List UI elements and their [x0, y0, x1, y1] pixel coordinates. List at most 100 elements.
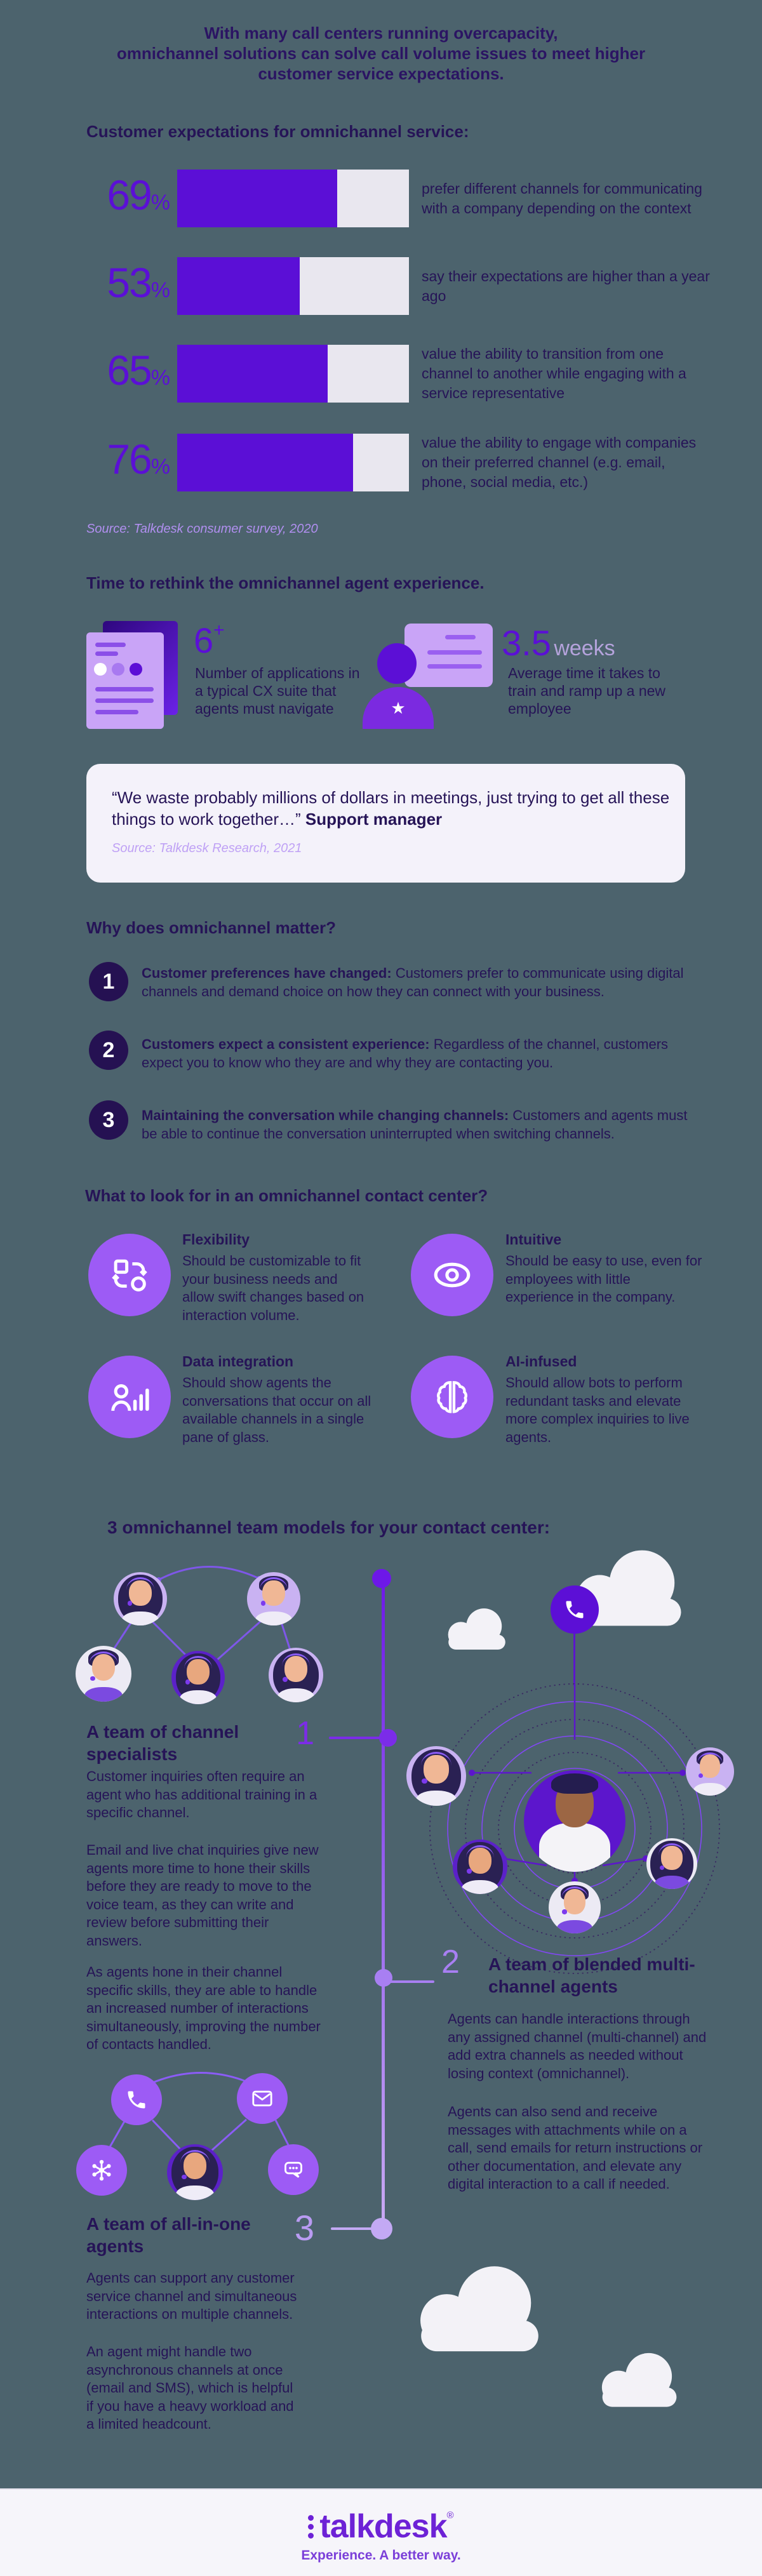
- agent-avatar: [453, 1839, 507, 1894]
- feature-description: Should allow bots to perform redundant t…: [505, 1375, 690, 1445]
- cloud: [420, 2266, 538, 2352]
- bar-fill: [177, 345, 328, 403]
- bar-track: [177, 345, 409, 403]
- model-1-paragraph: Customer inquiries often require an agen…: [86, 1768, 318, 1820]
- point-text-3: Maintaining the conversation while chang…: [142, 1106, 688, 1143]
- chat-channel-node: [268, 2144, 319, 2195]
- all-in-one-agent-avatar: [167, 2144, 223, 2200]
- timeline-dot-top: [372, 1569, 391, 1588]
- employee-badge-icon: ★: [363, 621, 496, 730]
- feature-circle-ai-infused: [411, 1356, 493, 1438]
- document-front-page: [86, 632, 164, 729]
- percent-value: 76: [107, 436, 152, 483]
- percent-unit: %: [150, 190, 170, 215]
- apps-count-plus: +: [213, 620, 225, 641]
- bar-track: [177, 170, 409, 227]
- agent-avatar: [646, 1838, 697, 1889]
- quote-attribution: Support manager: [305, 810, 443, 829]
- quote-body: “We waste probably millions of dollars i…: [112, 788, 670, 829]
- ramp-time-value: 3.5: [502, 623, 551, 663]
- percent-label: 65%: [25, 346, 170, 394]
- point-body: Customers prefer to communicate using di…: [142, 965, 684, 999]
- timeline-connector-2: [387, 1980, 434, 1983]
- percent-value: 53: [107, 259, 152, 306]
- point-body: Customers and agents must be able to con…: [142, 1107, 688, 1142]
- email-channel-node: [237, 2073, 288, 2124]
- stat-bar-row: 76% value the ability to engage with com…: [0, 434, 762, 491]
- timeline-dot-2: [375, 1969, 392, 1987]
- timeline-dot-1: [379, 1729, 397, 1747]
- apps-count-value: 6: [194, 620, 214, 660]
- percent-value: 69: [107, 171, 152, 218]
- badge-card: [404, 624, 493, 687]
- point-lead: Maintaining the conversation while chang…: [142, 1107, 509, 1123]
- feature-description: Should be customizable to fit your busin…: [182, 1253, 364, 1323]
- why-heading: Why does omnichannel matter?: [86, 918, 336, 937]
- bar-description: value the ability to engage with compani…: [422, 434, 697, 490]
- feature-title: Intuitive: [505, 1231, 562, 1248]
- point-number-1: 1: [89, 962, 128, 1001]
- feature-description: Should show agents the conversations tha…: [182, 1375, 371, 1445]
- timeline-connector-1: [329, 1737, 382, 1739]
- phone-icon: [566, 1601, 584, 1618]
- stat-bar-row: 53% say their expectations are higher th…: [0, 257, 762, 315]
- quote-text: “We waste probably millions of dollars i…: [112, 787, 671, 830]
- point-number-3: 3: [89, 1100, 128, 1140]
- agent-avatar: [76, 1646, 131, 1702]
- feature-circle-data-integration: [88, 1356, 171, 1438]
- star-icon: ★: [391, 698, 406, 717]
- agent-avatar: [406, 1746, 466, 1806]
- dot-purple: [130, 663, 142, 676]
- model-1-title: A team of channel specialists: [86, 1722, 239, 1764]
- agent-avatar: [686, 1747, 734, 1796]
- feature-circle-intuitive: [411, 1234, 493, 1316]
- timeline: [382, 1578, 385, 2230]
- agent-hair: [551, 1773, 598, 1794]
- model-3-paragraph: An agent might handle two asynchronous c…: [86, 2344, 294, 2432]
- person-bar-chart-icon: [111, 1384, 149, 1411]
- dot-lavender: [112, 663, 124, 676]
- ramp-time-unit: weeks: [554, 636, 615, 660]
- agent-avatar: [549, 1881, 601, 1933]
- feature-title: AI-infused: [505, 1353, 577, 1370]
- agent-avatar: [247, 1572, 300, 1625]
- ramp-time: 3.5 weeks: [502, 622, 615, 664]
- hub-icon: [92, 2159, 111, 2181]
- features-heading: What to look for in an omnichannel conta…: [85, 1186, 488, 1205]
- cloud: [601, 2352, 677, 2407]
- feature-title: Data integration: [182, 1353, 294, 1370]
- feature-description: Should be easy to use, even for employee…: [505, 1253, 702, 1305]
- model-number-2: 2: [441, 1944, 460, 1980]
- percent-unit: %: [150, 455, 170, 479]
- bar-description: say their expectations are higher than a…: [422, 267, 710, 304]
- survey-source: Source: Talkdesk consumer survey, 2020: [86, 522, 318, 536]
- point-body: Regardless of the channel, customers exp…: [142, 1036, 669, 1071]
- ramp-time-description: Average time it takes to train and ramp …: [508, 665, 666, 717]
- phone-icon: [128, 2091, 145, 2109]
- central-agent-illustration: [524, 1770, 625, 1872]
- percent-unit: %: [150, 278, 170, 302]
- bar-fill: [177, 170, 337, 227]
- bar-fill: [177, 257, 300, 315]
- page-title: With many call centers running overcapac…: [0, 23, 762, 84]
- talkdesk-logo: talkdesk ®: [0, 2490, 762, 2546]
- models-heading: 3 omnichannel team models for your conta…: [107, 1518, 551, 1537]
- bar-description: value the ability to transition from one…: [422, 345, 686, 401]
- dot-white: [94, 663, 107, 676]
- cloud: [576, 1550, 681, 1626]
- point-number-2: 2: [89, 1031, 128, 1070]
- timeline-dot-3: [371, 2218, 392, 2239]
- percent-label: 76%: [25, 435, 170, 483]
- expectations-heading: Customer expectations for omnichannel se…: [86, 122, 469, 141]
- point-lead: Customers expect a consistent experience…: [142, 1036, 430, 1052]
- logo-wordmark: talkdesk: [319, 2508, 447, 2545]
- model-2-paragraph: Agents can handle interactions through a…: [448, 2011, 707, 2081]
- apps-count-description: Number of applications in a typical CX s…: [195, 665, 360, 717]
- shapes-flow-icon: [112, 1259, 147, 1291]
- title-line-2: omnichannel solutions can solve call vol…: [116, 44, 646, 63]
- feature-circle-flexibility: [88, 1234, 171, 1316]
- model-number-3: 3: [294, 2208, 314, 2248]
- model-2-paragraph: Agents can also send and receive message…: [448, 2104, 703, 2192]
- bar-fill: [177, 434, 354, 491]
